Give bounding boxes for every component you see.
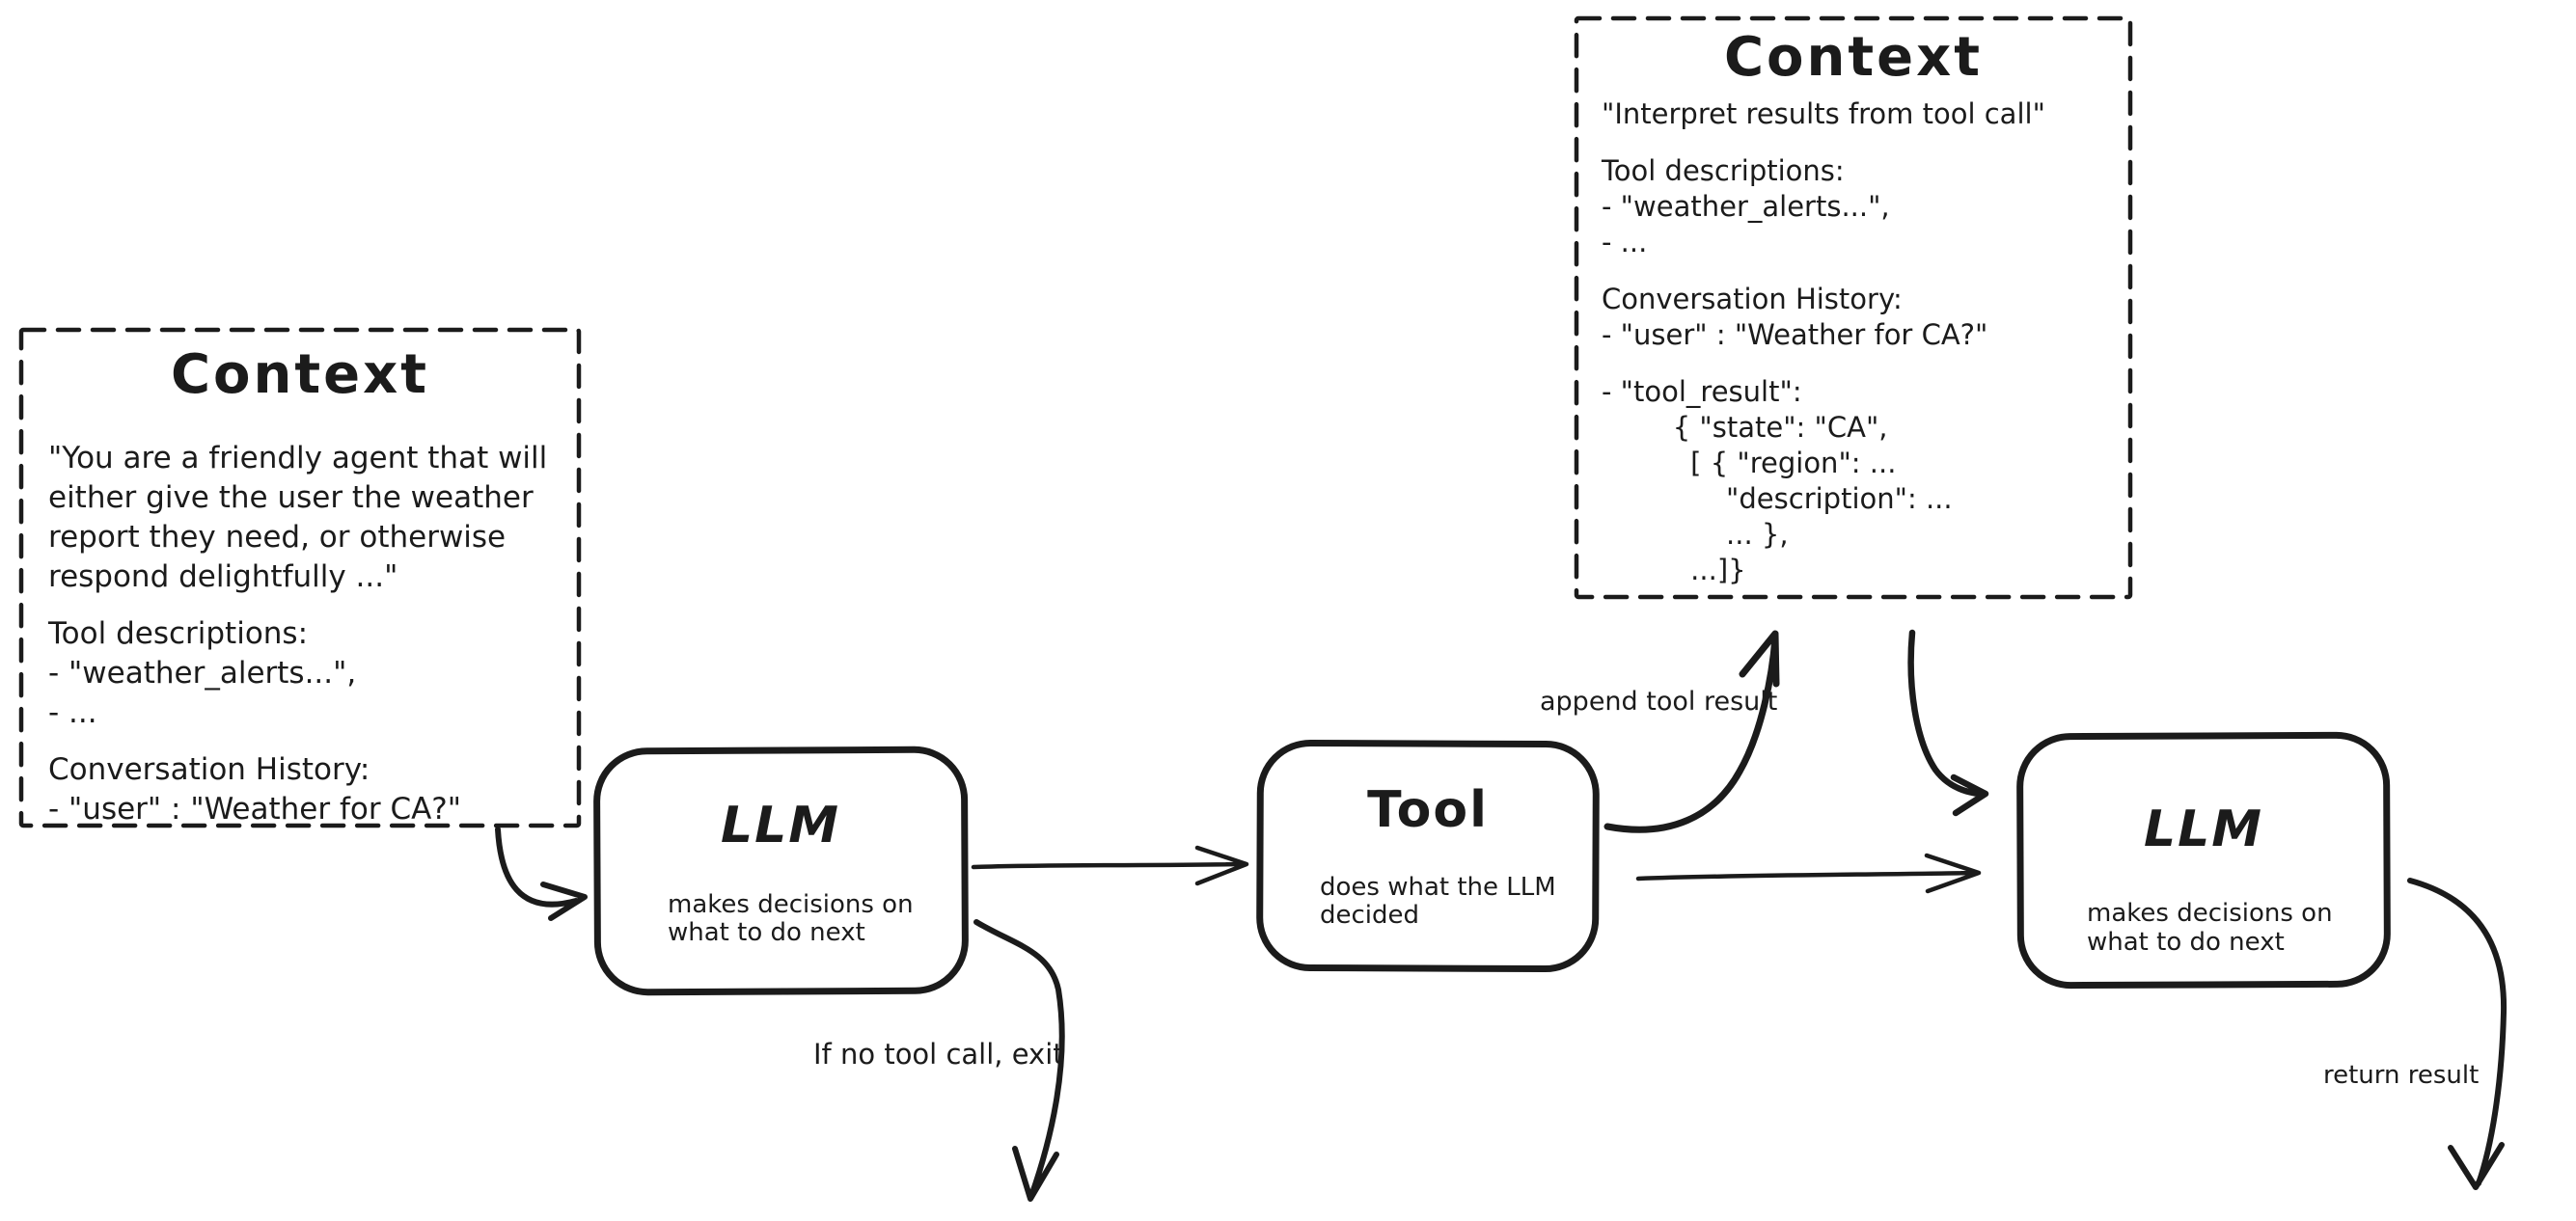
context-text-line: "You are a friendly agent that will	[48, 441, 548, 475]
arrow-tool-to-llm2	[1635, 853, 1982, 894]
llm1-subtitle: makes decisions on what to do next	[668, 890, 914, 947]
context-box-after-tool: Context "Interpret results from tool cal…	[1576, 18, 2130, 597]
arrow-context-to-llm1	[495, 827, 588, 921]
tool-title: Tool	[1367, 781, 1489, 839]
context-text-line: - "weather_alerts...",	[1602, 190, 1890, 223]
context-left-title: Context	[170, 343, 430, 406]
label-return-result: return result	[2323, 1061, 2480, 1090]
context-text-line: Conversation History:	[48, 752, 370, 787]
context-text-line: ... },	[1602, 518, 1789, 551]
tool-subtitle: does what the LLM decided	[1320, 873, 1556, 930]
llm2-title: LLM	[2143, 800, 2263, 858]
context-text-line: { "state": "CA",	[1602, 411, 1888, 444]
context-text-line	[48, 733, 579, 750]
context-text-line: - ...	[48, 695, 97, 730]
context-text-line: - "tool_result":	[1602, 375, 1802, 408]
context-text-line: - "user" : "Weather for CA?"	[1602, 318, 1988, 351]
context-text-line: [ { "region": ...	[1602, 447, 1897, 479]
arrow-tool-to-context	[1603, 630, 1780, 833]
context-box-initial: Context "You are a friendly agent that w…	[21, 330, 579, 829]
context-text-line	[48, 597, 579, 614]
arrow-context-to-llm2	[1907, 629, 1989, 817]
llm2-box	[2016, 731, 2391, 990]
context-text-line: either give the user the weather	[48, 480, 534, 515]
context-text-line: Conversation History:	[1602, 283, 1903, 315]
context-left-border	[18, 327, 582, 828]
arrow-return-result	[2407, 878, 2507, 1190]
arrow-exit	[973, 919, 1065, 1202]
context-text-line: "description": ...	[1602, 482, 1953, 515]
context-text-line	[1602, 132, 2130, 153]
context-top-body: "Interpret results from tool call" Tool d…	[1602, 96, 2130, 588]
label-append-tool-result: append tool result	[1540, 687, 1778, 717]
context-text-line: - "weather_alerts...",	[48, 656, 357, 691]
label-if-no-tool-call-exit: If no tool call, exit	[813, 1038, 1064, 1071]
arrow-llm1-to-tool	[971, 845, 1249, 886]
context-text-line: Tool descriptions:	[48, 616, 309, 651]
context-text-line: - ...	[1602, 226, 1648, 258]
context-left-body: "You are a friendly agent that will eithe…	[48, 439, 579, 829]
llm1-box	[593, 746, 969, 996]
context-text-line: "Interpret results from tool call"	[1602, 97, 2045, 130]
context-text-line	[1602, 353, 2130, 374]
context-text-line	[1602, 260, 2130, 282]
tool-box	[1256, 739, 1600, 973]
context-top-border	[1574, 15, 2133, 600]
context-text-line: report they need, or otherwise	[48, 520, 507, 555]
context-text-line: respond delightfully ..."	[48, 559, 398, 594]
context-text-line: - "user" : "Weather for CA?"	[48, 792, 462, 827]
context-text-line: ...]}	[1602, 554, 1746, 586]
context-top-title: Context	[1723, 26, 1984, 89]
llm2-subtitle: makes decisions on what to do next	[2087, 899, 2333, 957]
llm1-title: LLM	[720, 797, 840, 855]
context-text-line: Tool descriptions:	[1602, 154, 1845, 187]
